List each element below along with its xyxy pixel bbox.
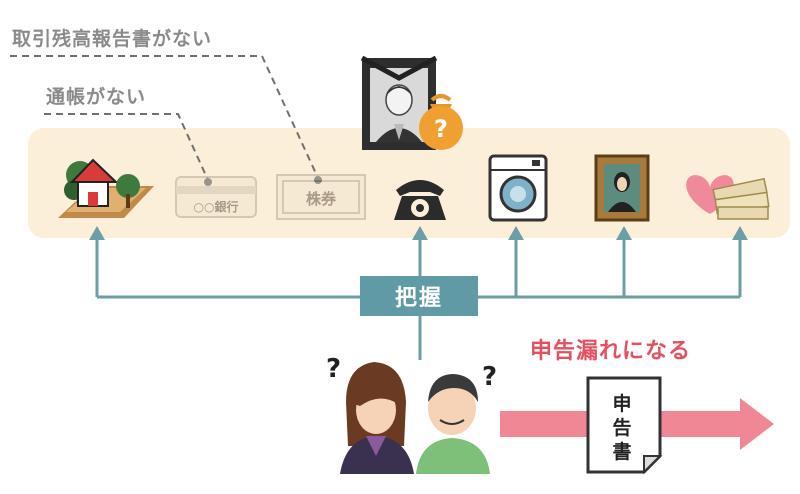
heir-woman-icon	[340, 362, 414, 474]
tax-return-document-icon	[586, 376, 663, 475]
arrow-heads	[89, 226, 748, 240]
leader-dot-stock	[314, 176, 322, 184]
stock-certificate-text: 株券	[306, 190, 337, 208]
balance-certificate-leader	[10, 55, 319, 179]
no-passbook-label: 通帳がない	[46, 86, 147, 108]
heir-man-icon	[416, 374, 490, 474]
bank-passbook-text: ○○銀行	[194, 199, 239, 214]
deceased-portrait-icon	[360, 55, 438, 150]
passbook-leader	[44, 113, 209, 181]
grasp-label: 把握	[360, 276, 478, 316]
money-heart-icon	[686, 175, 770, 220]
dashed-leader-lines	[10, 55, 319, 181]
no-balance-certificate-label: 取引残高報告書がない	[12, 28, 213, 50]
stock-certificate-icon	[276, 174, 366, 220]
washing-machine-icon	[488, 154, 548, 222]
bank-passbook-icon	[175, 176, 257, 218]
question-mark-woman: ?	[326, 354, 342, 384]
doc-char-1: 申	[612, 393, 632, 415]
tax-return-document-text: 申 告 書	[602, 392, 642, 464]
money-bag-question-icon	[419, 94, 463, 150]
portrait-painting-icon	[594, 154, 650, 222]
doc-char-2: 告	[612, 417, 632, 439]
leader-dot-passbook	[204, 178, 212, 186]
telephone-icon	[394, 180, 446, 220]
missed-declaration-label: 申告漏れになる	[530, 339, 692, 364]
house-icon	[58, 158, 154, 218]
doc-char-3: 書	[612, 441, 632, 463]
money-bag-question-mark: ?	[434, 115, 448, 143]
question-mark-man: ?	[482, 362, 498, 392]
